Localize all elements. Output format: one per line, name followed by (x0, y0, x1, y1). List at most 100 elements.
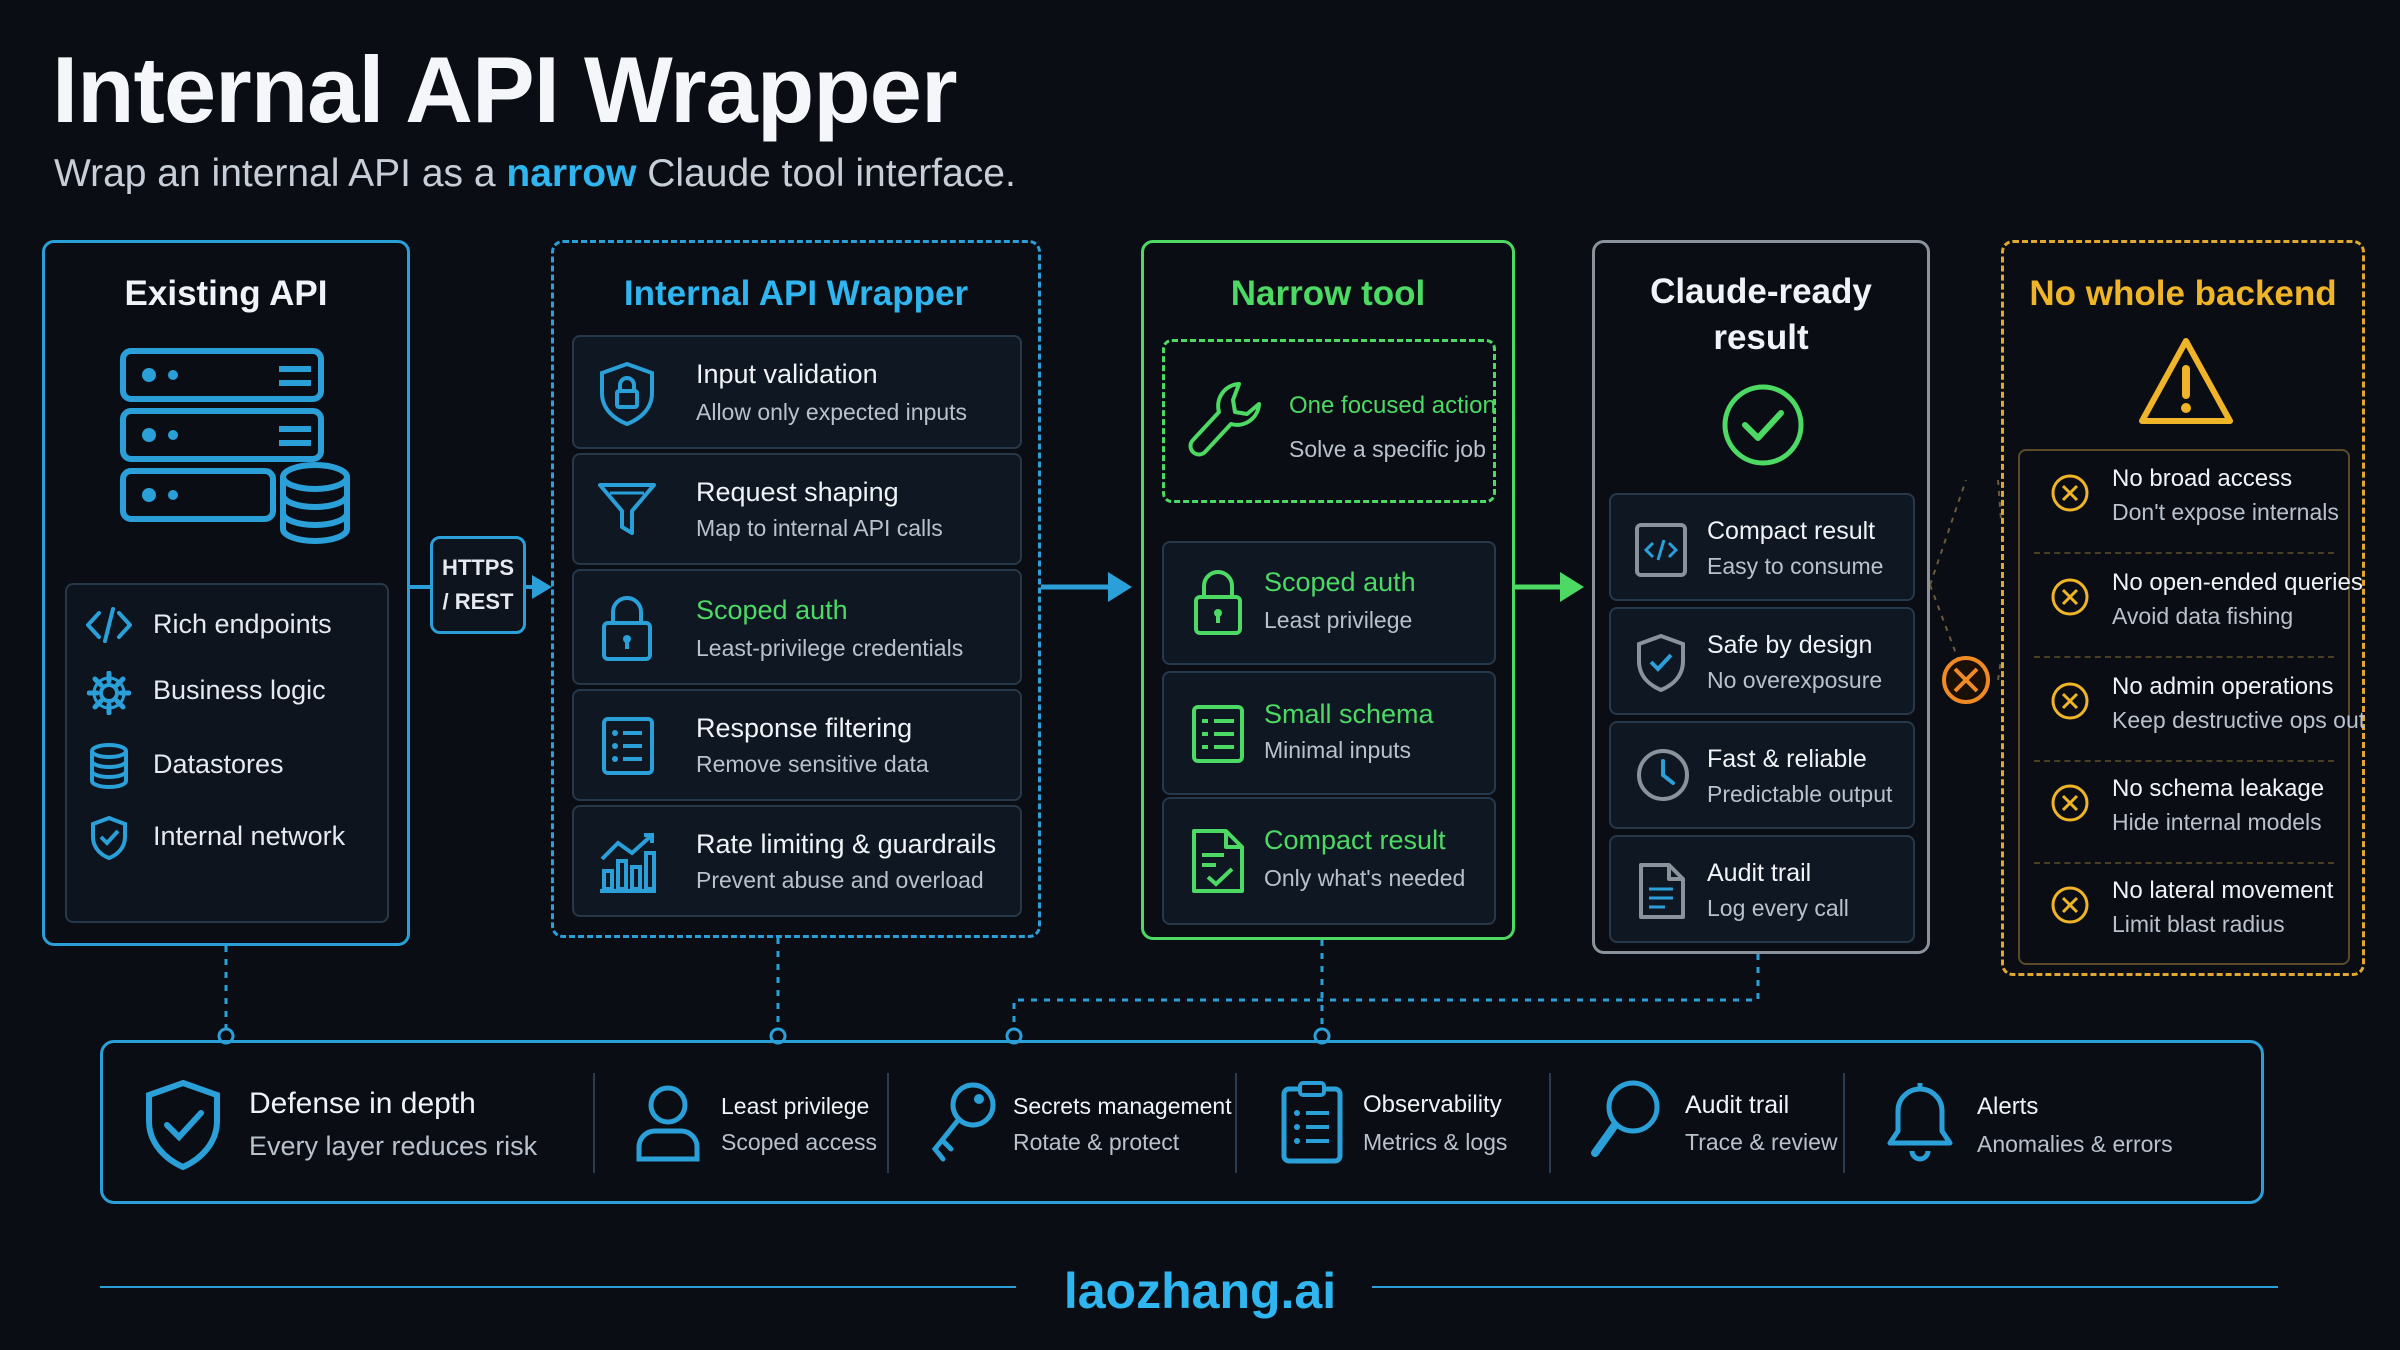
footer-item-secrets-management: Secrets management Rotate & protect (923, 1043, 1243, 1207)
footer-separator (1549, 1073, 1551, 1173)
magnifier-icon (1591, 1080, 1660, 1157)
shield-lock-icon (600, 361, 654, 427)
subtitle-prefix: Wrap an internal API as a (54, 152, 496, 195)
divider (2034, 760, 2334, 762)
database-icon (90, 743, 128, 789)
divider (2034, 552, 2334, 554)
list-item-datastores: Datastores (153, 749, 284, 779)
narrow-item-scoped-auth: Scoped auth Least privilege (1162, 541, 1496, 665)
no-item-desc: Hide internal models (2112, 809, 2322, 835)
footer-item-desc: Rotate & protect (1013, 1129, 1180, 1155)
no-item-desc: Avoid data fishing (2112, 603, 2294, 629)
form-icon (1192, 705, 1244, 763)
existing-api-panel: Existing API Rich endpoints Business log… (42, 240, 410, 946)
no-item-desc: Limit blast radius (2112, 911, 2285, 937)
narrow-item-small-schema: Small schema Minimal inputs (1162, 671, 1496, 795)
list-item-business-logic: Business logic (153, 675, 326, 705)
no-item-desc: Keep destructive ops out (2112, 707, 2366, 733)
no-item-title: No schema leakage (2112, 775, 2325, 802)
no-whole-backend-panel: No whole backend No broad access Don't e… (2001, 240, 2365, 976)
no-item-schema-leakage: No schema leakage Hide internal models (2048, 761, 2358, 861)
no-item-admin-operations: No admin operations Keep destructive ops… (2048, 659, 2365, 759)
result-item-title: Fast & reliable (1707, 745, 1867, 773)
shield-check-icon (1637, 633, 1685, 693)
existing-api-title: Existing API (124, 274, 328, 313)
user-icon (636, 1085, 700, 1162)
result-item-safe-by-design: Safe by design No overexposure (1609, 607, 1915, 715)
x-circle-icon (2051, 474, 2089, 512)
wrapper-item-desc: Remove sensitive data (696, 751, 929, 777)
result-item-title: Audit trail (1707, 859, 1812, 887)
no-item-title: No lateral movement (2112, 877, 2334, 904)
https-label: HTTPS (441, 555, 515, 580)
wrapper-item-desc: Allow only expected inputs (696, 399, 968, 425)
footer-item-defense-in-depth: Defense in depth Every layer reduces ris… (139, 1043, 639, 1207)
footer-item-least-privilege: Least privilege Scoped access (633, 1043, 973, 1207)
result-title-line1: Claude-ready (1650, 272, 1872, 311)
wrapper-item-rate-limiting: Rate limiting & guardrails Prevent abuse… (572, 805, 1022, 917)
gear-icon (87, 671, 131, 715)
footer-separator (887, 1073, 889, 1173)
server-database-icon (120, 348, 350, 544)
footer-item-title: Alerts (1977, 1093, 2039, 1120)
footer-item-title: Observability (1363, 1091, 1502, 1118)
document-check-icon (1192, 829, 1244, 893)
result-item-audit-trail: Audit trail Log every call (1609, 835, 1915, 943)
focused-action-desc: Solve a specific job (1289, 436, 1486, 462)
wrapper-item-scoped-auth: Scoped auth Least-privilege credentials (572, 569, 1022, 685)
no-item-title: No broad access (2112, 465, 2293, 492)
x-circle-icon (2051, 682, 2089, 720)
wrapper-item-title: Rate limiting & guardrails (696, 829, 997, 859)
result-item-desc: Easy to consume (1707, 553, 1884, 579)
no-item-lateral-movement: No lateral movement Limit blast radius (2048, 863, 2358, 963)
footer-item-audit-trail: Audit trail Trace & review (1589, 1043, 1869, 1207)
funnel-icon (598, 483, 656, 535)
bell-icon (1887, 1083, 1953, 1162)
subtitle-suffix: Claude tool interface. (647, 152, 1016, 195)
no-backend-list: No broad access Don't expose internals N… (2018, 449, 2365, 965)
narrow-item-title: Scoped auth (1264, 567, 1416, 597)
narrow-item-desc: Minimal inputs (1264, 737, 1411, 763)
key-icon (931, 1082, 996, 1162)
rest-label: / REST (442, 589, 514, 614)
wrapper-item-title: Scoped auth (696, 595, 848, 625)
wrapper-item-desc: Prevent abuse and overload (696, 867, 984, 893)
code-icon (86, 607, 132, 643)
arrow-head-result (1560, 572, 1584, 602)
x-circle-icon (2051, 578, 2089, 616)
brand-rule-left (100, 1286, 1016, 1288)
footer-item-observability: Observability Metrics & logs (1279, 1043, 1559, 1207)
narrow-item-title: Compact result (1264, 825, 1446, 855)
wrapper-item-title: Response filtering (696, 713, 913, 743)
no-backend-title: No whole backend (2029, 274, 2337, 313)
page-subtitle: Wrap an internal API as a narrow Claude … (54, 152, 1016, 196)
shield-check-icon (91, 815, 127, 861)
clock-icon (1637, 749, 1689, 801)
subtitle-accent: narrow (506, 152, 637, 195)
result-item-compact-result: Compact result Easy to consume (1609, 493, 1915, 601)
result-item-desc: No overexposure (1707, 667, 1883, 693)
clipboard-icon (1281, 1081, 1343, 1164)
narrow-item-title: Small schema (1264, 699, 1434, 729)
narrow-item-desc: Only what's needed (1264, 865, 1466, 891)
footer-item-desc: Trace & review (1685, 1129, 1838, 1155)
result-title-line2: result (1713, 318, 1809, 357)
footer-separator (593, 1073, 595, 1173)
no-item-title: No admin operations (2112, 673, 2334, 700)
claude-ready-result-panel: Claude-ready result Compact result Easy … (1592, 240, 1930, 954)
warning-icon (2139, 338, 2233, 424)
arrow-head-wrapper (532, 575, 552, 599)
focused-action-box: One focused action Solve a specific job (1162, 339, 1496, 503)
page-title: Internal API Wrapper (52, 37, 958, 142)
result-item-title: Compact result (1707, 517, 1876, 545)
code-file-icon (1635, 523, 1687, 577)
wrapper-title: Internal API Wrapper (623, 274, 969, 313)
result-item-desc: Predictable output (1707, 781, 1893, 807)
footer-item-title: Least privilege (721, 1093, 870, 1119)
footer-separator (1843, 1073, 1845, 1173)
shield-check-icon (146, 1079, 220, 1171)
footer-link-dots (217, 1027, 1331, 1045)
list-item-rich-endpoints: Rich endpoints (153, 609, 332, 639)
brand-label: laozhang.ai (1063, 1263, 1337, 1319)
